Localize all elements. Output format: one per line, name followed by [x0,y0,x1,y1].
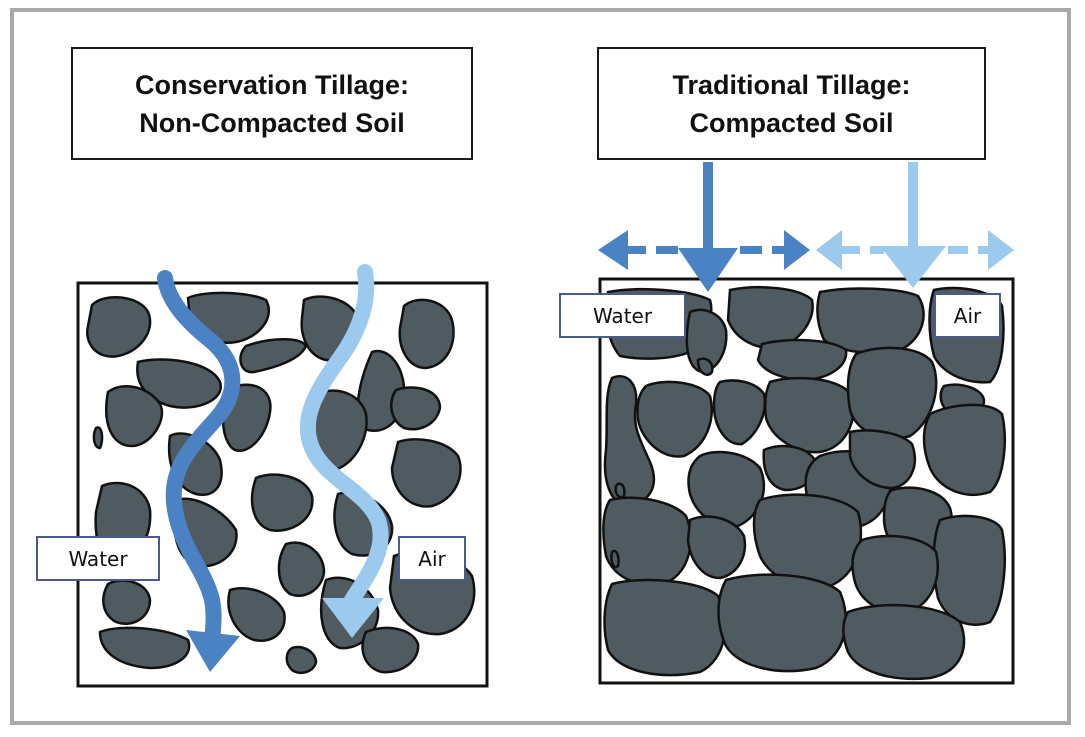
outer-frame [10,8,1071,725]
right-title: Traditional Tillage: Compacted Soil [597,47,986,160]
right-air-arrows [816,162,1014,288]
left-water-label: Water [36,536,160,581]
left-air-arrow [299,264,389,638]
left-water-arrow [157,270,241,672]
left-air-label: Air [398,536,466,581]
left-soil-box [76,264,489,688]
left-title-line2: Non-Compacted Soil [139,107,405,138]
right-title-line1: Traditional Tillage: [672,69,911,100]
right-air-label: Air [934,293,1001,338]
right-soil-box [598,162,1015,685]
left-title: Conservation Tillage: Non-Compacted Soil [71,47,473,160]
right-water-label: Water [559,293,686,338]
right-title-line2: Compacted Soil [689,107,894,138]
right-water-arrows [598,162,810,292]
left-title-line1: Conservation Tillage: [134,69,410,100]
